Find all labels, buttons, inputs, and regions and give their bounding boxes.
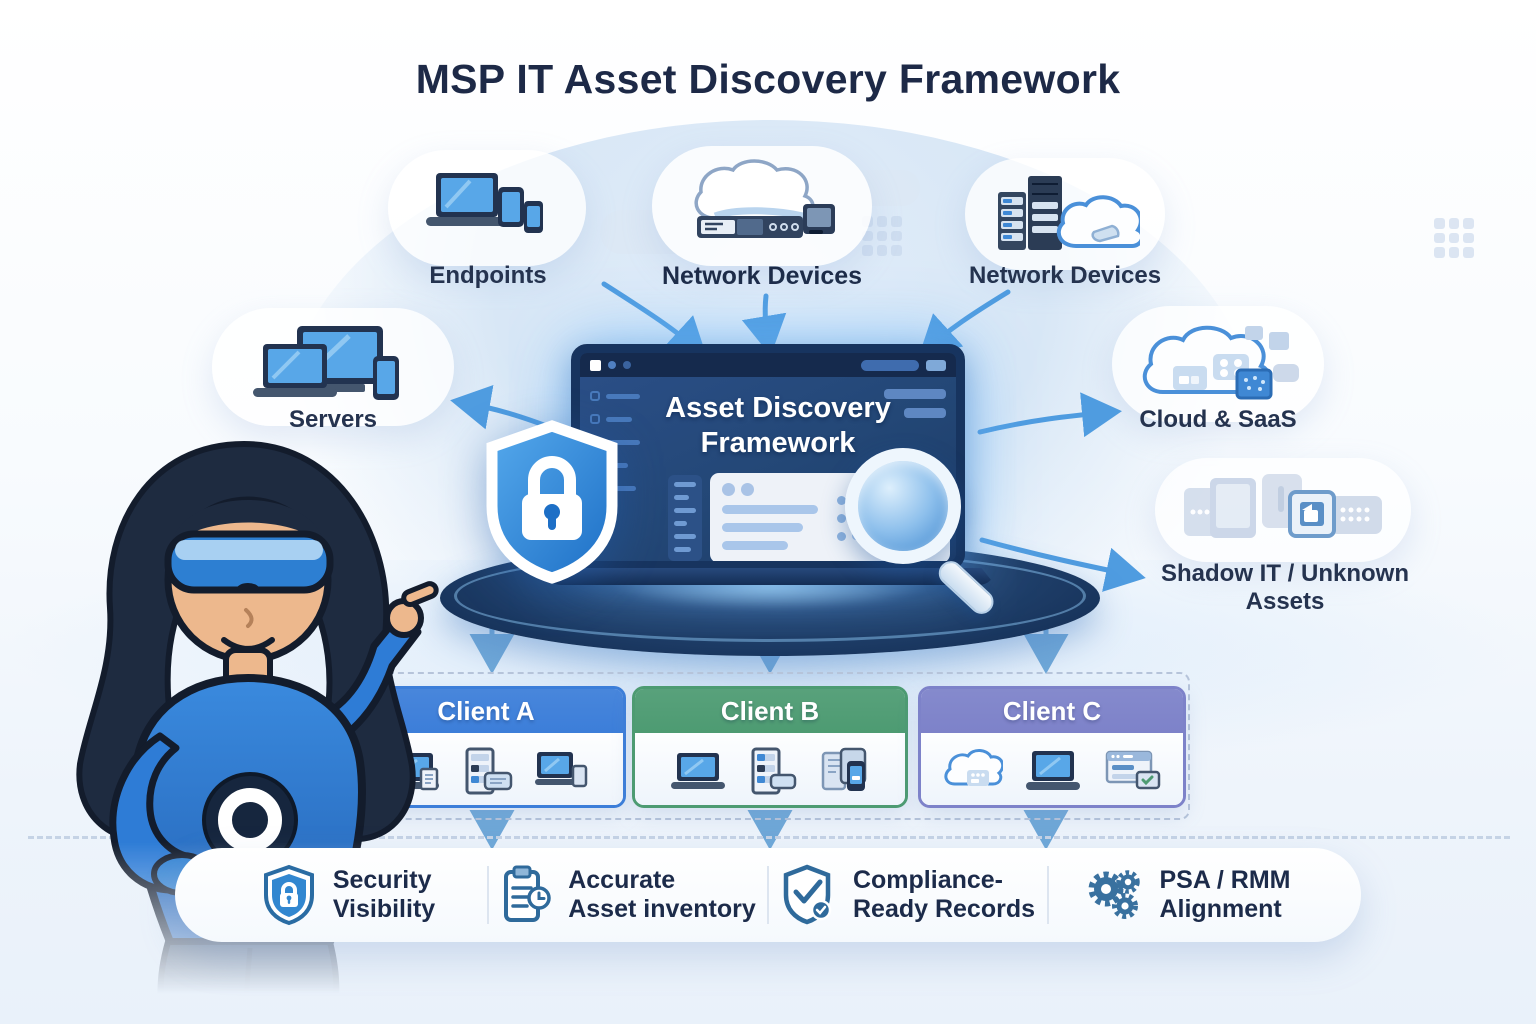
screen-toolbar-icon bbox=[926, 359, 946, 371]
window-dot bbox=[623, 361, 631, 369]
feature-divider bbox=[487, 866, 489, 924]
clipboard-clock-icon bbox=[500, 864, 552, 926]
feature-compliance-records: Compliance-Ready Records bbox=[769, 864, 1047, 926]
endpoints-devices-icon bbox=[422, 165, 552, 251]
node-network-devices-right bbox=[965, 158, 1165, 270]
screen-search-bar bbox=[861, 359, 919, 371]
server-cloud-icon bbox=[990, 170, 1140, 258]
node-cloud-saas-label: Cloud & SaaS bbox=[1139, 406, 1297, 433]
feature-divider bbox=[767, 866, 769, 924]
client-c-card: Client C bbox=[918, 686, 1186, 808]
client-c-header: Client C bbox=[921, 689, 1183, 733]
window-icon bbox=[590, 359, 601, 371]
laptop-icon bbox=[669, 749, 727, 793]
client-b-card: Client B bbox=[632, 686, 908, 808]
page-title: MSP IT Asset Discovery Framework bbox=[415, 56, 1121, 102]
screen-title-line1: Asset Discovery bbox=[665, 392, 891, 424]
feature-label: Compliance-Ready Records bbox=[852, 865, 1036, 924]
client-c-devices bbox=[921, 733, 1183, 805]
shield-lock-icon bbox=[261, 864, 317, 926]
cloud-apps-icon bbox=[1133, 318, 1303, 410]
screen-left-panel bbox=[668, 475, 702, 561]
tablet-icon bbox=[819, 747, 871, 795]
server-icon bbox=[461, 747, 513, 795]
faded-devices-icon bbox=[1178, 470, 1388, 550]
server-icon bbox=[747, 747, 799, 795]
shield-check-icon bbox=[781, 864, 837, 926]
screen-title: Asset Discovery Framework bbox=[660, 391, 896, 462]
node-servers bbox=[212, 308, 454, 426]
node-network-devices-right-label: Network Devices bbox=[968, 262, 1162, 289]
node-shadow-it-line2: Assets bbox=[1245, 588, 1325, 615]
node-servers-label: Servers bbox=[288, 406, 378, 433]
window-dot bbox=[608, 361, 616, 369]
cloud-router-icon bbox=[677, 158, 847, 254]
screen-topbar bbox=[580, 353, 956, 377]
node-network-devices-top-label: Network Devices bbox=[661, 262, 863, 290]
node-endpoints bbox=[388, 150, 586, 266]
laptop-base bbox=[545, 568, 995, 585]
node-network-devices-top bbox=[652, 146, 872, 266]
laptop-icon bbox=[1023, 748, 1083, 794]
client-b-devices bbox=[635, 733, 905, 805]
node-shadow-it-line1: Shadow IT / Unknown bbox=[1161, 560, 1409, 587]
monitor-icon bbox=[533, 748, 589, 794]
dots-decor bbox=[1434, 218, 1474, 258]
shield-lock-badge bbox=[478, 420, 626, 584]
cloud-icon bbox=[941, 748, 1003, 794]
feature-divider bbox=[1047, 866, 1049, 924]
node-shadow-it-label: Shadow IT / Unknown Assets bbox=[1130, 560, 1440, 616]
client-b-header: Client B bbox=[635, 689, 905, 733]
browser-icon bbox=[1103, 748, 1163, 794]
magnifier-icon bbox=[845, 448, 999, 619]
screen-title-line2: Framework bbox=[700, 427, 856, 460]
node-cloud-saas bbox=[1112, 306, 1324, 422]
multi-device-icon bbox=[253, 322, 413, 412]
node-shadow-it bbox=[1155, 458, 1411, 562]
gears-icon bbox=[1085, 865, 1143, 925]
node-endpoints-label: Endpoints bbox=[429, 262, 547, 289]
screen-right-widgets bbox=[884, 389, 946, 418]
